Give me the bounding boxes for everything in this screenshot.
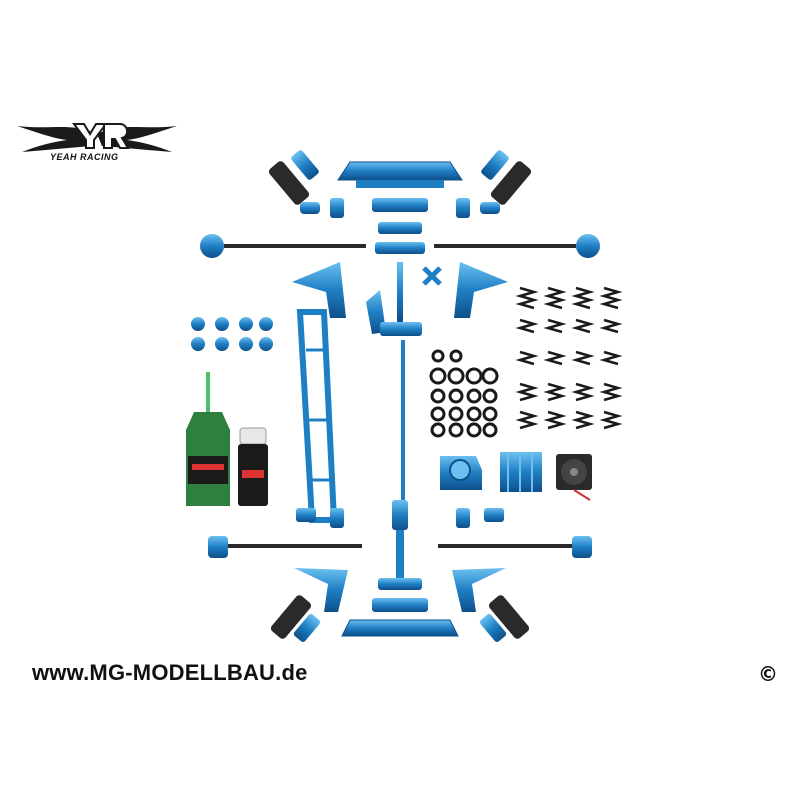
wheel-nuts	[191, 317, 273, 351]
front-small-parts	[300, 198, 500, 254]
website-watermark: www.MG-MODELLBAU.de	[32, 660, 308, 685]
rear-bumper-plate	[341, 619, 459, 637]
yeah-racing-logo	[17, 123, 177, 152]
chassis-side-brace	[296, 309, 338, 523]
front-bumper-plate	[337, 161, 463, 188]
springs-set	[515, 286, 623, 430]
shock-absorber-rear-left	[270, 595, 321, 642]
motor-mount	[440, 456, 482, 490]
copyright-symbol: ©	[758, 662, 778, 686]
logo-text: YEAH RACING	[50, 152, 119, 162]
steering-parts	[366, 266, 442, 336]
rear-drive-shafts	[208, 536, 592, 558]
front-suspension-arms	[292, 262, 508, 318]
shock-absorber-rear-right	[479, 595, 530, 642]
motor-heatsink	[500, 452, 542, 492]
o-rings-washers	[429, 349, 499, 438]
oil-bottle	[238, 427, 268, 506]
thread-lock-bottle	[186, 372, 230, 506]
shock-absorber-front-left	[268, 150, 319, 205]
rear-suspension-arms	[294, 568, 506, 612]
front-drive-shafts	[200, 234, 600, 258]
center-drive-shaft	[392, 262, 408, 580]
rear-small-parts	[296, 508, 504, 612]
cooling-fan-icon	[556, 454, 592, 501]
shock-absorber-front-right	[481, 150, 532, 205]
